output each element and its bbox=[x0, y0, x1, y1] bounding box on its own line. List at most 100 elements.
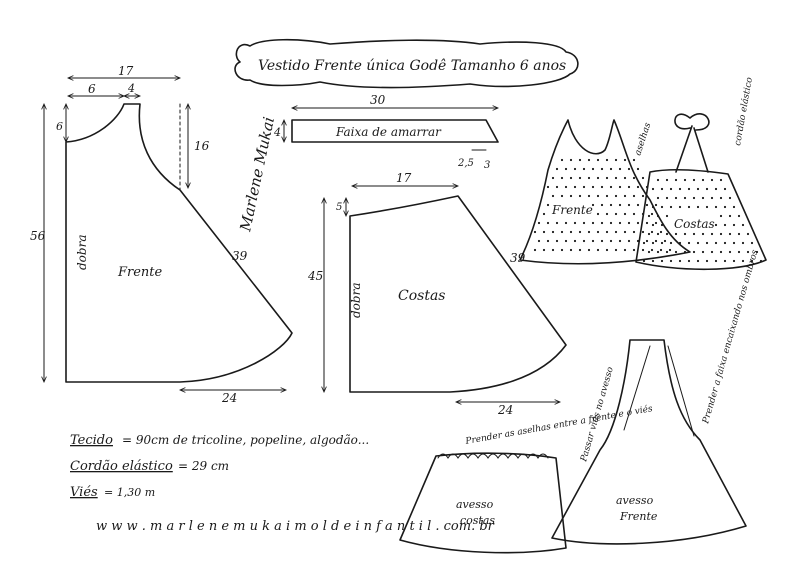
polka-dot bbox=[687, 241, 691, 245]
step-back-loops bbox=[437, 453, 549, 459]
page-title: Vestido Frente única Godê Tamanho 6 anos bbox=[258, 58, 566, 74]
step-front-label-1: avesso bbox=[616, 494, 654, 507]
polka-dot bbox=[656, 196, 660, 200]
materials-bias-value: = 1,30 m bbox=[104, 486, 155, 499]
polka-dot bbox=[627, 167, 631, 171]
polka-dot bbox=[596, 176, 600, 180]
polka-dot bbox=[605, 212, 609, 216]
polka-dot bbox=[746, 232, 750, 236]
polka-dot bbox=[660, 205, 664, 209]
polka-dot bbox=[692, 178, 696, 182]
polka-dot bbox=[573, 221, 577, 225]
polka-dot bbox=[605, 230, 609, 234]
tie-dim-length: 30 bbox=[370, 93, 386, 107]
polka-dot bbox=[614, 158, 618, 162]
polka-dot bbox=[537, 239, 541, 243]
polka-dot bbox=[627, 203, 631, 207]
polka-dot bbox=[573, 185, 577, 189]
step-strap-note: Prender a faixa encaixando nos ombros bbox=[701, 248, 761, 425]
polka-dot bbox=[578, 248, 582, 252]
polka-dot bbox=[665, 196, 669, 200]
illustration-loops-label: aselhas bbox=[633, 121, 653, 157]
front-dim-armhole: 16 bbox=[194, 139, 210, 153]
polka-dot bbox=[636, 167, 640, 171]
polka-dot bbox=[728, 214, 732, 218]
polka-dot bbox=[732, 259, 736, 263]
polka-dot bbox=[659, 248, 663, 252]
polka-dot bbox=[614, 212, 618, 216]
title-banner: Vestido Frente única Godê Tamanho 6 anos bbox=[234, 38, 579, 89]
polka-dot bbox=[564, 239, 568, 243]
back-outline bbox=[349, 195, 567, 393]
polka-dot bbox=[719, 214, 723, 218]
polka-dot bbox=[687, 259, 691, 263]
tie-pattern-piece: 30 4 Faixa de amarrar 2,5 3 bbox=[273, 93, 499, 171]
polka-dot bbox=[741, 223, 745, 227]
polka-dot bbox=[542, 212, 546, 216]
polka-dot bbox=[573, 167, 577, 171]
front-outline bbox=[65, 103, 293, 383]
polka-dot bbox=[623, 194, 627, 198]
polka-dot bbox=[632, 194, 636, 198]
polka-dot bbox=[647, 232, 651, 236]
polka-dot bbox=[582, 221, 586, 225]
polka-dot bbox=[678, 259, 682, 263]
polka-dot bbox=[591, 203, 595, 207]
polka-dot bbox=[569, 176, 573, 180]
polka-dot bbox=[647, 250, 651, 254]
tie-label: Faixa de amarrar bbox=[335, 125, 442, 139]
illustration-front-label: Frente bbox=[551, 203, 593, 217]
polka-dot bbox=[692, 196, 696, 200]
designer-signature: Marlene Mukai bbox=[236, 115, 278, 234]
polka-dot bbox=[651, 259, 655, 263]
polka-dot bbox=[578, 194, 582, 198]
polka-dot bbox=[546, 239, 550, 243]
polka-dot bbox=[578, 158, 582, 162]
polka-dot bbox=[564, 167, 568, 171]
polka-dot bbox=[728, 232, 732, 236]
polka-dot bbox=[669, 259, 673, 263]
finished-dress-back-illustration: Costas aselhas cordão elástico bbox=[633, 76, 767, 271]
polka-dot bbox=[578, 176, 582, 180]
polka-dot bbox=[582, 239, 586, 243]
step-front-strap-left bbox=[623, 345, 651, 431]
polka-dot bbox=[587, 248, 591, 252]
polka-dot bbox=[696, 187, 700, 191]
polka-dot bbox=[654, 221, 658, 225]
polka-dot bbox=[609, 167, 613, 171]
polka-dot bbox=[600, 167, 604, 171]
polka-dot bbox=[614, 230, 618, 234]
materials-fabric-label: Tecido bbox=[70, 433, 113, 448]
polka-dot bbox=[714, 187, 718, 191]
polka-dot bbox=[723, 241, 727, 245]
polka-dot bbox=[759, 259, 763, 263]
polka-dot bbox=[632, 158, 636, 162]
polka-dot bbox=[582, 167, 586, 171]
polka-dot bbox=[618, 203, 622, 207]
back-pattern-piece: 17 5 45 39 24 dobra Costas bbox=[307, 171, 567, 417]
tie-dim-height: 4 bbox=[273, 126, 281, 139]
polka-dot bbox=[710, 196, 714, 200]
back-dim-width: 17 bbox=[396, 171, 412, 185]
polka-dot bbox=[618, 185, 622, 189]
polka-dot bbox=[573, 239, 577, 243]
polka-dot bbox=[642, 259, 646, 263]
polka-dot bbox=[687, 205, 691, 209]
polka-dot bbox=[719, 178, 723, 182]
polka-dot bbox=[650, 248, 654, 252]
polka-dot bbox=[696, 259, 700, 263]
polka-dot bbox=[596, 158, 600, 162]
polka-dot bbox=[627, 221, 631, 225]
polka-dot bbox=[600, 239, 604, 243]
polka-dot bbox=[546, 203, 550, 207]
polka-dot bbox=[555, 167, 559, 171]
polka-dot bbox=[683, 196, 687, 200]
polka-dot bbox=[614, 248, 618, 252]
polka-dot bbox=[674, 232, 678, 236]
polka-dot bbox=[647, 214, 651, 218]
polka-dot bbox=[596, 230, 600, 234]
polka-dot bbox=[627, 239, 631, 243]
polka-dot bbox=[737, 250, 741, 254]
polka-dot bbox=[609, 221, 613, 225]
step-back-outline bbox=[399, 452, 567, 554]
